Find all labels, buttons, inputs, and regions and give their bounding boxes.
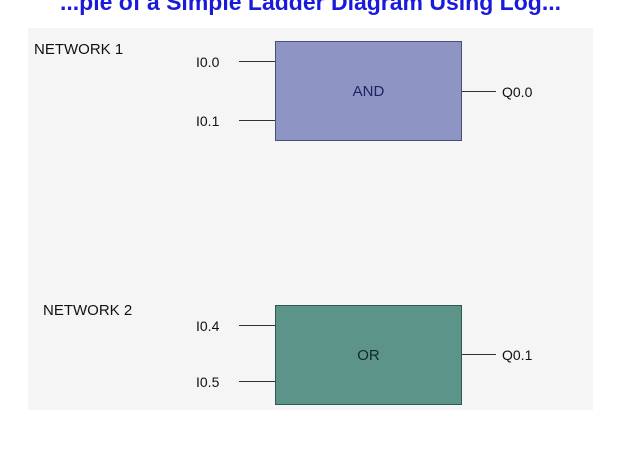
network-2-label: NETWORK 2 xyxy=(43,302,133,319)
network-2-output-wire xyxy=(462,354,496,355)
network-1-input-2-wire xyxy=(239,120,276,121)
or-block: OR xyxy=(275,305,462,405)
and-block: AND xyxy=(275,41,462,141)
network-1-input-1-label: I0.0 xyxy=(196,54,220,70)
network-1-input-1-wire xyxy=(239,61,276,62)
network-2-input-2-wire xyxy=(239,381,276,382)
network-2-input-1-label: I0.4 xyxy=(196,318,220,334)
network-1-label: NETWORK 1 xyxy=(34,41,124,58)
network-1-input-2-label: I0.1 xyxy=(196,113,220,129)
page-title: ...ple of a Simple Ladder Diagram Using … xyxy=(60,0,561,15)
network-2-input-2-label: I0.5 xyxy=(196,374,220,390)
or-block-label: OR xyxy=(357,346,380,364)
network-1-output-label: Q0.0 xyxy=(502,84,533,100)
and-block-label: AND xyxy=(352,82,385,100)
network-1-output-wire xyxy=(462,91,496,92)
network-2-output-label: Q0.1 xyxy=(502,347,533,363)
network-2-input-1-wire xyxy=(239,325,276,326)
